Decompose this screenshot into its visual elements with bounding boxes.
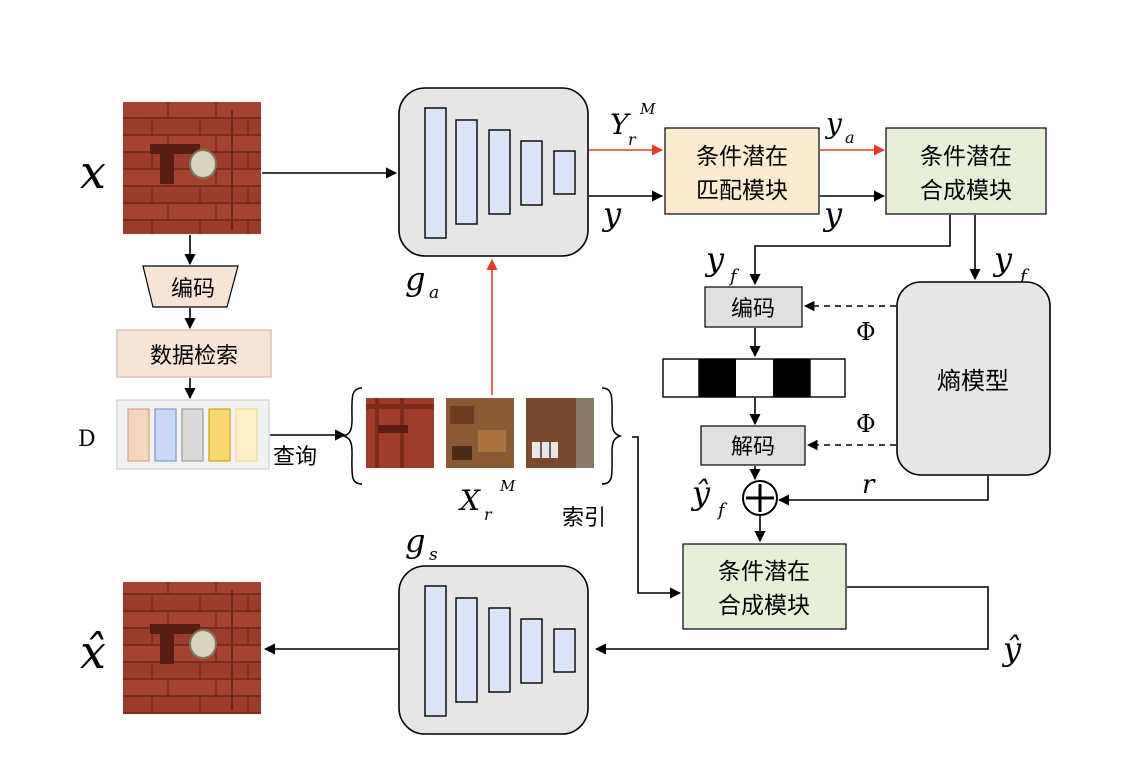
Xr-label: X r M	[458, 477, 516, 524]
encode-box: 编码	[704, 286, 803, 328]
query-label: 查询	[273, 445, 317, 470]
svg-text:a: a	[845, 128, 855, 147]
r-label: r	[862, 470, 876, 500]
retrieved-image-2	[446, 398, 514, 468]
x-hat-label: x̂	[80, 625, 106, 679]
output-image	[123, 582, 261, 714]
database-entry-4	[208, 408, 231, 462]
synth-top-line-2: 合成模块	[920, 178, 1012, 204]
arrow-yf-to-encode	[749, 215, 951, 286]
plus-operator	[742, 480, 778, 516]
database-entry-1	[127, 408, 150, 462]
index-label: 索引	[562, 506, 606, 531]
match-line-2: 匹配模块	[696, 178, 788, 204]
gs-label: g s	[405, 522, 438, 565]
retrieved-image-3	[526, 398, 594, 468]
y-label-2: y	[822, 195, 843, 233]
synth-top-line-1: 条件潜在	[920, 144, 1012, 170]
svg-text:s: s	[429, 545, 438, 565]
analysis-network-ga	[398, 87, 589, 257]
svg-text:f: f	[728, 266, 740, 287]
encode-box-label: 编码	[731, 297, 775, 322]
database-box	[116, 399, 270, 470]
svg-text:g: g	[405, 260, 425, 298]
entropy-model: 熵模型	[896, 281, 1051, 476]
latent-synth-module-bottom: 条件潜在 合成模块	[682, 543, 847, 630]
retrieval-box: 数据检索	[116, 329, 272, 378]
database-label: D	[78, 427, 96, 452]
ga-label: g a	[405, 260, 439, 303]
yf-hat-label: ŷ f	[690, 474, 728, 521]
database-entry-3	[181, 408, 204, 462]
database-entry-5	[235, 408, 258, 462]
svg-text:y: y	[704, 240, 725, 278]
x-label: x	[80, 145, 106, 199]
Yr-label: Y r M	[610, 100, 656, 149]
bitstream	[662, 358, 846, 398]
latent-match-module: 条件潜在 匹配模块	[664, 127, 820, 215]
retrieved-image-1	[366, 398, 434, 468]
arrow-yhat-to-gs	[594, 586, 989, 655]
left-brace	[341, 387, 363, 485]
y-hat-label: ŷ	[1001, 630, 1022, 668]
latent-synth-module-top: 条件潜在 合成模块	[885, 127, 1047, 215]
svg-text:a: a	[429, 283, 439, 303]
arrow-index	[632, 436, 682, 599]
retrieval-label: 数据检索	[150, 344, 238, 369]
decode-box: 解码	[700, 425, 806, 466]
phi-label-1: Φ	[856, 318, 876, 346]
input-image	[123, 102, 261, 234]
svg-text:M: M	[499, 477, 516, 495]
arrow-r-to-plus	[777, 476, 989, 506]
svg-text:y: y	[992, 240, 1013, 278]
svg-text:g: g	[405, 522, 425, 560]
yf-label-1: y f	[704, 240, 740, 287]
yf-label-2: y f	[992, 240, 1030, 287]
svg-text:f: f	[716, 500, 728, 521]
ya-label: y a	[824, 107, 855, 147]
y-label-1: y	[601, 195, 622, 233]
encode-trapezoid: 编码	[142, 265, 239, 308]
phi-label-2: Φ	[856, 410, 876, 438]
encode-trapezoid-label: 编码	[171, 277, 215, 302]
svg-text:M: M	[639, 100, 656, 118]
svg-text:r: r	[484, 505, 493, 524]
svg-text:Y: Y	[610, 108, 631, 141]
match-line-1: 条件潜在	[696, 144, 788, 170]
right-brace	[601, 387, 623, 485]
synth-bottom-line-1: 条件潜在	[718, 559, 810, 585]
svg-text:X: X	[458, 484, 481, 517]
svg-text:ŷ: ŷ	[690, 474, 711, 512]
svg-text:y: y	[824, 107, 843, 140]
synth-bottom-line-2: 合成模块	[718, 593, 810, 619]
synthesis-network-gs	[398, 565, 589, 735]
svg-text:r: r	[628, 130, 637, 149]
entropy-label: 熵模型	[937, 367, 1009, 395]
decode-box-label: 解码	[731, 435, 775, 460]
database-entry-2	[154, 408, 177, 462]
